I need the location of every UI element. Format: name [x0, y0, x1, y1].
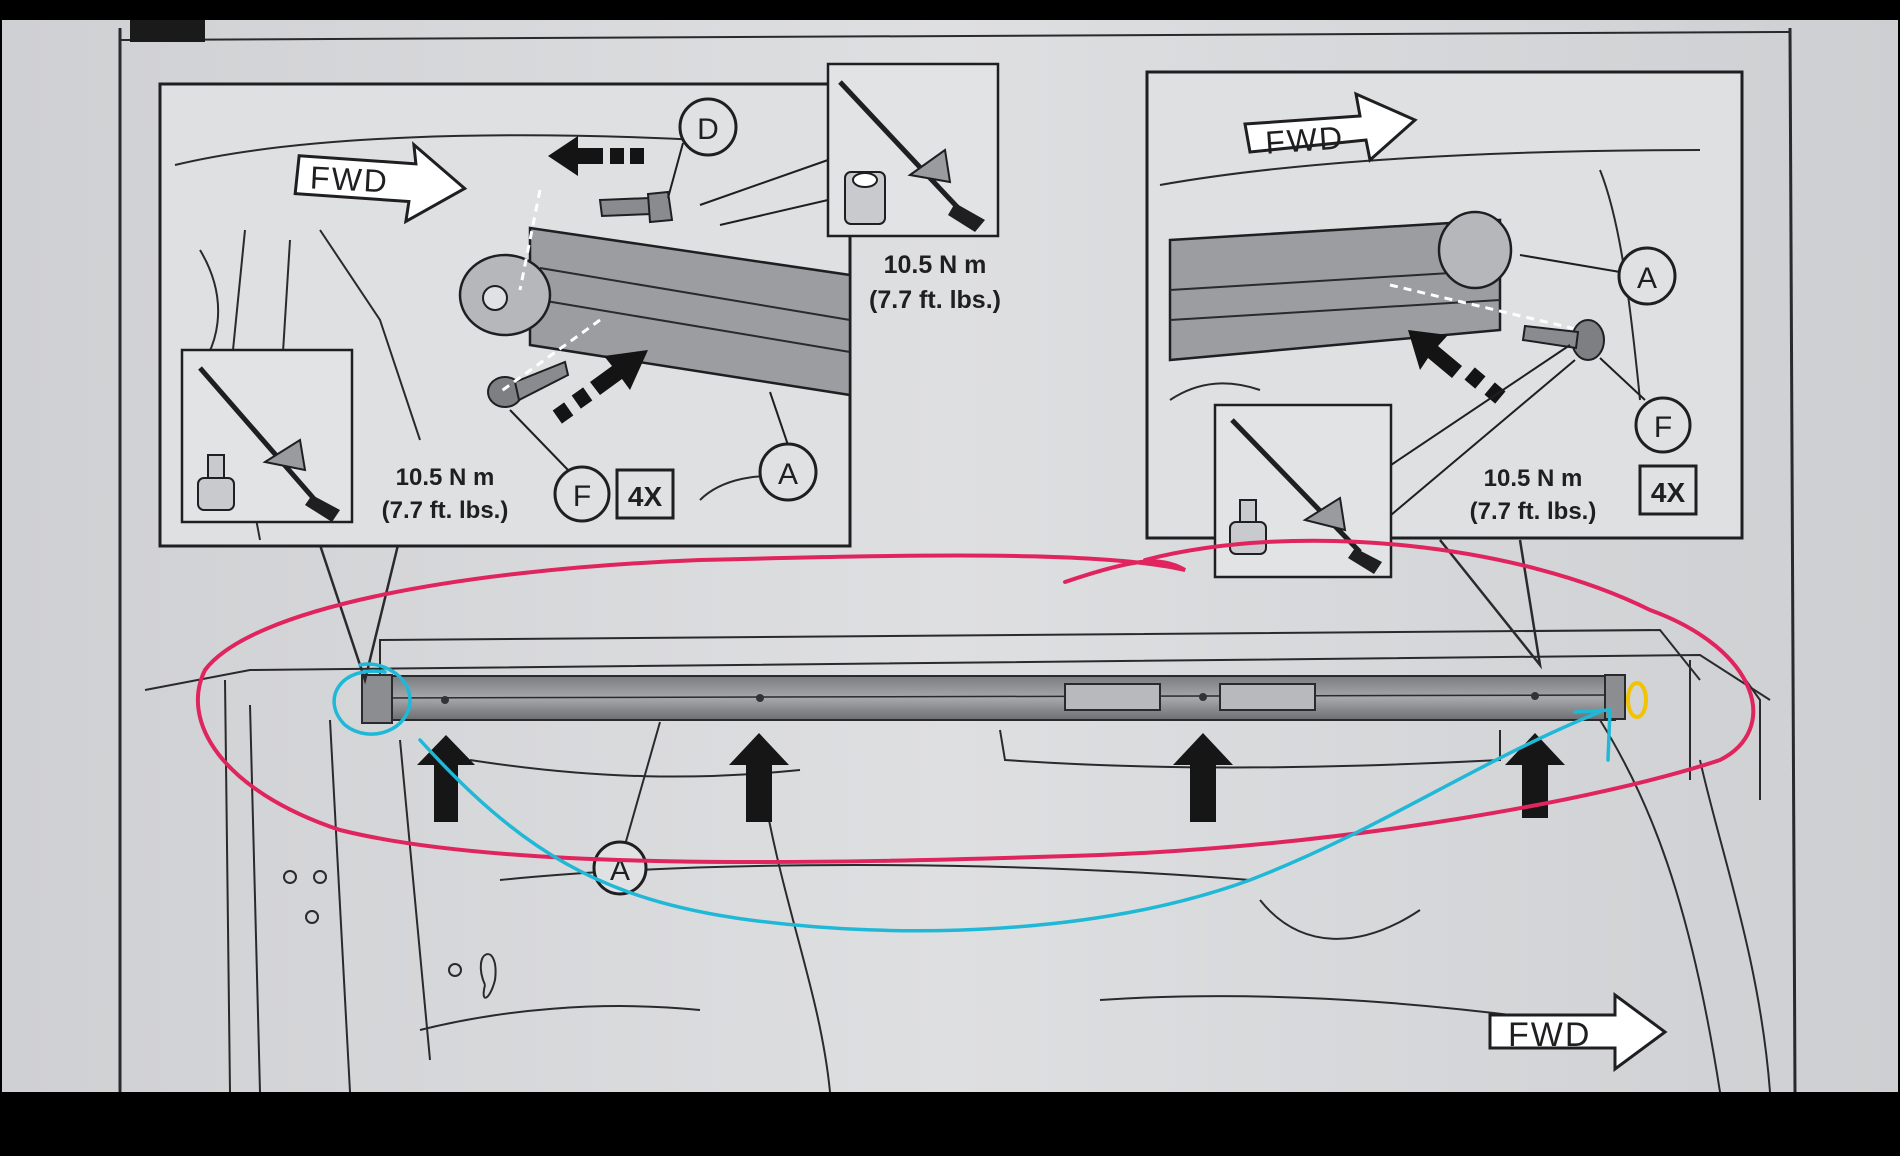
part-d-label: D — [697, 113, 719, 146]
torque-ftlbs-top: (7.7 ft. lbs.) — [869, 286, 1001, 314]
fwd-label: FWD — [1508, 1016, 1591, 1054]
part-f-callout-right — [1634, 396, 1692, 454]
part-f-callout-left — [553, 465, 611, 523]
fwd-arrow-bottom: FWD — [1488, 992, 1668, 1072]
up-arrow-icons — [417, 733, 1565, 822]
quantity-label: 4X — [1651, 477, 1686, 508]
fwd-label: FWD — [309, 159, 390, 199]
dashed-arrow-icon — [548, 136, 644, 176]
up-arrow-icon — [1173, 733, 1233, 822]
torque-nm-top: 10.5 N m — [884, 251, 987, 279]
pink-highlight-annotation — [195, 538, 1756, 865]
left-detail-inset: D A F 4X FWD 10.5 N m (7.7 ft. lbs.) — [158, 82, 852, 548]
right-wrench-inset — [1213, 344, 1576, 579]
torque-wrench-icon — [198, 366, 340, 522]
up-arrow-icon — [417, 735, 475, 822]
quantity-label: 4X — [628, 481, 663, 512]
part-a-callout-left — [758, 442, 818, 502]
part-f-label: F — [573, 480, 591, 513]
bolt-f-right — [1521, 319, 1605, 361]
part-a-callout-right — [1617, 246, 1677, 306]
part-a-label: A — [1637, 262, 1657, 295]
part-d-callout — [678, 97, 738, 157]
torque-nm-right: 10.5 N m — [1484, 465, 1583, 492]
part-f-label: F — [1654, 411, 1672, 444]
part-a-callout-bottom — [592, 840, 648, 896]
fwd-arrow-left-inset: FWD — [293, 141, 468, 225]
quantity-badge-left — [615, 468, 675, 520]
quantity-badge-right — [1638, 464, 1698, 516]
yellow-mark-annotation — [1626, 681, 1648, 719]
vehicle-bed-drawing — [144, 628, 1771, 1093]
socket-bit-icon — [197, 454, 235, 511]
bolt-f — [487, 360, 570, 408]
torque-ftlbs-right: (7.7 ft. lbs.) — [1470, 498, 1597, 525]
torque-nm-left: 10.5 N m — [396, 464, 495, 491]
part-a-label: A — [778, 458, 798, 491]
fwd-arrow-right-inset: FWD — [1243, 91, 1418, 163]
right-detail-inset: A F 4X 10.5 N m (7.7 ft. lbs.) FWD — [1145, 70, 1744, 540]
fwd-label: FWD — [1264, 119, 1345, 160]
cyan-path-annotation — [332, 662, 1612, 933]
dashed-arrow-icon — [552, 350, 648, 424]
up-arrow-icon — [1505, 733, 1565, 818]
mounting-rail — [364, 675, 1616, 721]
bolt-d — [598, 190, 674, 224]
torque-ftlbs-left: (7.7 ft. lbs.) — [382, 497, 509, 524]
up-arrow-icon — [729, 733, 789, 822]
part-a-label: A — [610, 854, 630, 887]
top-wrench-inset — [699, 62, 1000, 238]
